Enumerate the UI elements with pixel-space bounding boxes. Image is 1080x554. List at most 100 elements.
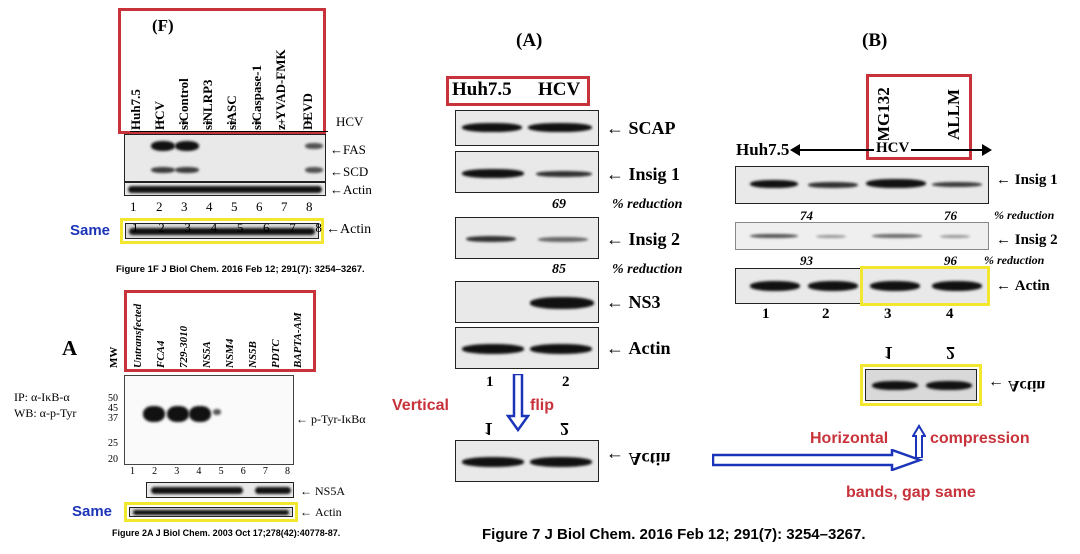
row-label: Actin (1014, 278, 1050, 294)
flipped-label: Actin (1008, 377, 1046, 394)
row-arrow: ← Insig 2 (606, 229, 681, 249)
col-label-hcv: HCV (538, 79, 581, 100)
band (128, 186, 322, 193)
reduction-value: 69 (552, 197, 566, 212)
reduction-value: 74 (800, 208, 813, 223)
blot-ns5a (146, 482, 294, 498)
up-arrow-icon (912, 424, 926, 458)
plus-sign: + (304, 114, 312, 129)
row-arrow: ← Actin (996, 278, 1050, 294)
actin-arrow: ←Actin (330, 182, 372, 197)
col-label-box (446, 76, 590, 106)
row-label: Insig 2 (1014, 232, 1058, 248)
band (872, 234, 922, 238)
reduction-label: % reduction (612, 262, 683, 277)
treatment-label: ALLM (944, 89, 963, 140)
mw-marker: 37 (108, 413, 118, 424)
flipped-row-arrow: ← Actin (606, 449, 671, 469)
panel-7a-letter: (A) (516, 30, 543, 51)
band (940, 235, 970, 238)
reduction-label: % reduction (612, 197, 683, 212)
reduction-value: 96 (944, 253, 957, 268)
lane-number: 1 (762, 306, 770, 322)
actin-label: Actin (343, 182, 372, 197)
actin-copy-label: ←Actin (326, 222, 372, 237)
highlight-actin-2a (124, 502, 298, 522)
band (255, 487, 291, 494)
flipped-number: 2 (560, 419, 569, 439)
mw-marker: 45 (108, 403, 118, 414)
band (213, 409, 221, 415)
lane-number: 3 (181, 199, 188, 214)
figure-caption: Figure 7 J Biol Chem. 2016 Feb 12; 291(7… (482, 526, 866, 543)
ns5a-label: NS5A (315, 484, 346, 498)
band (462, 123, 522, 132)
actin-label: Actin (315, 505, 342, 519)
lane-label: Untransfected (132, 303, 144, 368)
band (528, 123, 592, 132)
band (462, 457, 524, 467)
band (466, 236, 516, 242)
band (536, 171, 592, 177)
vertical-label: Vertical (392, 397, 449, 414)
plus-sign: + (228, 114, 236, 129)
band (932, 182, 982, 187)
lane-label: FCA4 (155, 340, 167, 368)
treatment-box (866, 74, 972, 160)
blot-fas-scd (124, 134, 326, 182)
lane-label: NS5B (247, 341, 259, 368)
lane-label: 729-3010 (178, 325, 190, 368)
blot-actin-a (455, 327, 599, 369)
flipped-row-arrow: ← Actin (988, 377, 1046, 394)
blot-insig2-b (735, 222, 989, 250)
lane-label: NS5A (201, 341, 213, 368)
treatment-label: MG132 (874, 87, 893, 142)
lane-number: 4 (946, 306, 954, 322)
ptyr-label: p-Tyr-IκBα (311, 412, 366, 426)
lane-number: 6 (256, 199, 263, 214)
blot-actin-2a (129, 507, 293, 517)
band (175, 167, 199, 173)
band (305, 167, 323, 173)
band (462, 344, 524, 354)
row-label: NS3 (628, 292, 661, 312)
band (530, 297, 594, 309)
panel-2a-letter: A (62, 336, 78, 360)
band (530, 457, 592, 467)
fas-arrow: ←FAS (330, 142, 366, 157)
flipped-label: Actin (628, 449, 671, 469)
band (462, 169, 524, 178)
lane-number: 5 (231, 199, 238, 214)
band (530, 344, 592, 354)
blot-actin-f (124, 182, 326, 196)
ip-label: IP: α-IκB-α (14, 390, 70, 404)
blot-actin-compressed (865, 369, 977, 401)
right-arrow-icon (712, 449, 924, 471)
blot-insig2-a (455, 217, 599, 259)
lane-label: NSM4 (224, 338, 236, 368)
blot-actin-a-flipped (455, 440, 599, 482)
mw-label: MW (108, 346, 120, 368)
row-label: SCAP (628, 118, 676, 138)
plus-sign: + (278, 114, 286, 129)
wb-label: WB: α-p-Tyr (14, 406, 77, 420)
down-arrow-icon (506, 374, 530, 432)
band (932, 281, 982, 291)
mw-marker: 20 (108, 454, 118, 465)
band (151, 141, 175, 151)
highlight-actin-compressed (860, 364, 982, 406)
blot-scap (455, 110, 599, 146)
row-label: Insig 1 (628, 164, 681, 184)
row-arrow: ← Insig 1 (996, 172, 1058, 188)
plus-sign: + (204, 114, 212, 129)
blot-insig1-a (455, 151, 599, 193)
lane-number: 1 (486, 374, 494, 390)
band (808, 182, 858, 188)
plus-sign: + (253, 114, 261, 129)
panel-f-label-box (118, 8, 326, 134)
panel-f-letter: (F) (152, 16, 174, 35)
caption-fig2a: Figure 2A J Biol Chem. 2003 Oct 17;278(4… (112, 528, 341, 538)
lane-number: 8 (306, 199, 313, 214)
band (189, 406, 211, 422)
